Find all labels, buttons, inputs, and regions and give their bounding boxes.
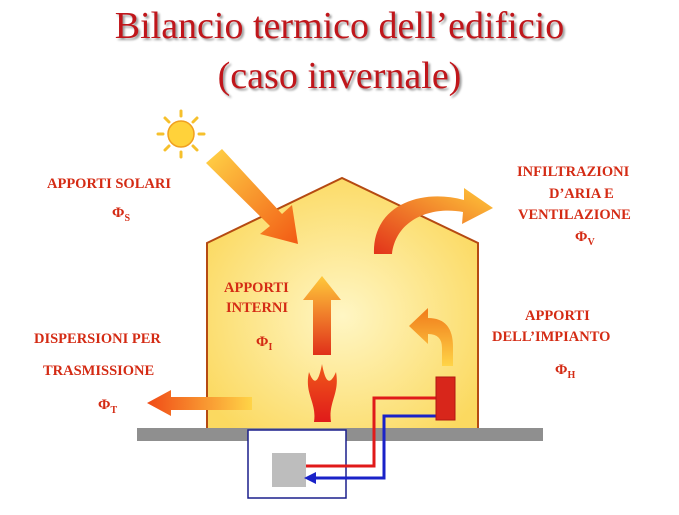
ventilation-label-line-3: VENTILAZIONE	[518, 207, 631, 223]
cold-pipe-arrowhead	[304, 472, 316, 484]
solar-gains-label: APPORTI SOLARI	[47, 176, 171, 192]
cold-pipe	[314, 414, 436, 480]
flame-icon	[307, 364, 337, 422]
ventilation-label-line-2: D’ARIA E	[549, 186, 614, 202]
transmission-symbol: ΦT	[98, 397, 118, 416]
solar-gains-symbol: ΦS	[112, 205, 130, 224]
ventilation-label-line-1: INFILTRAZIONI	[517, 164, 630, 180]
sun-icon	[156, 109, 206, 159]
internal-gains-symbol: ΦI	[256, 334, 273, 353]
plant-gains-symbol: ΦH	[555, 362, 576, 381]
plant-gains-label-line-1: APPORTI	[525, 308, 590, 324]
plant-heat-arrow	[409, 308, 453, 366]
hot-pipe	[306, 396, 436, 468]
radiator-icon	[435, 376, 456, 421]
ventilation-symbol: ΦV	[575, 229, 595, 248]
transmission-label-line-2: TRASMISSIONE	[43, 363, 155, 379]
title-line-1: Bilancio termico dell’edificio	[114, 5, 565, 47]
solar-arrow	[206, 149, 298, 244]
internal-gains-label-line-2: INTERNI	[226, 300, 289, 316]
title-line-2: (caso invernale)	[217, 55, 462, 97]
transmission-label-line-1: DISPERSIONI PER	[34, 331, 161, 347]
internal-gains-arrow	[303, 276, 341, 355]
internal-gains-label-line-1: APPORTI	[224, 280, 289, 296]
transmission-arrow	[147, 390, 252, 416]
plant-gains-label-line-2: DELL’IMPIANTO	[492, 329, 611, 345]
boiler-icon	[272, 453, 306, 487]
ventilation-arrow	[373, 188, 493, 254]
